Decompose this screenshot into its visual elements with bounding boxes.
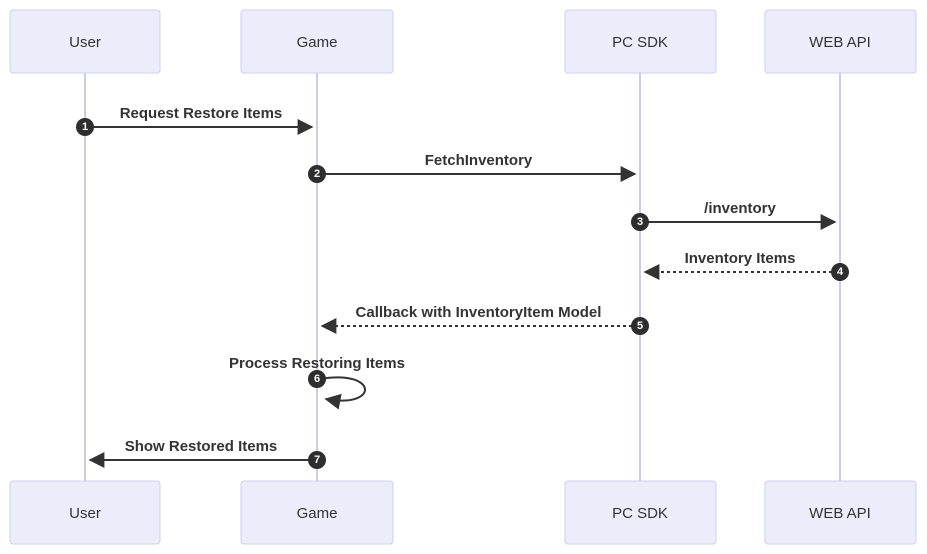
sequence-badge-4 bbox=[831, 263, 849, 281]
message-label-1: Request Restore Items bbox=[120, 105, 283, 122]
sequence-badge-6 bbox=[308, 370, 326, 388]
actor-box-top-user bbox=[9, 9, 161, 74]
message-label-2: FetchInventory bbox=[425, 152, 533, 169]
actor-box-bottom-pc-sdk bbox=[564, 480, 717, 545]
sequence-badge-number-7: 7 bbox=[314, 454, 320, 466]
actor-label-top-game: Game bbox=[297, 34, 338, 51]
sequence-badge-3 bbox=[631, 213, 649, 231]
message-label-3: /inventory bbox=[704, 200, 776, 217]
actor-label-bottom-pc-sdk: PC SDK bbox=[612, 505, 668, 522]
message-label-6: Process Restoring Items bbox=[229, 355, 405, 372]
actor-box-top-web-api bbox=[764, 9, 917, 74]
message-label-4: Inventory Items bbox=[685, 250, 796, 267]
message-label-5: Callback with InventoryItem Model bbox=[356, 304, 602, 321]
sequence-badge-5 bbox=[631, 317, 649, 335]
actor-box-top-game bbox=[240, 9, 394, 74]
sequence-badge-number-3: 3 bbox=[637, 216, 643, 228]
sequence-badge-number-6: 6 bbox=[314, 373, 320, 385]
actor-label-bottom-game: Game bbox=[297, 505, 338, 522]
actor-label-top-pc-sdk: PC SDK bbox=[612, 34, 668, 51]
actor-box-bottom-user bbox=[9, 480, 161, 545]
actor-label-top-web-api: WEB API bbox=[809, 34, 871, 51]
sequence-badge-7 bbox=[308, 451, 326, 469]
message-selfloop-6 bbox=[319, 376, 366, 410]
sequence-badge-number-4: 4 bbox=[837, 266, 844, 278]
actor-label-bottom-user: User bbox=[69, 505, 101, 522]
actor-box-bottom-game bbox=[240, 480, 394, 545]
sequence-badge-1 bbox=[76, 118, 94, 136]
sequence-badge-number-2: 2 bbox=[314, 168, 320, 180]
sequence-badge-number-1: 1 bbox=[82, 121, 88, 133]
actor-box-bottom-web-api bbox=[764, 480, 917, 545]
actor-label-top-user: User bbox=[69, 34, 101, 51]
message-label-7: Show Restored Items bbox=[125, 438, 278, 455]
actor-label-bottom-web-api: WEB API bbox=[809, 505, 871, 522]
actor-box-top-pc-sdk bbox=[564, 9, 717, 74]
sequence-badge-number-5: 5 bbox=[637, 320, 643, 332]
sequence-badge-2 bbox=[308, 165, 326, 183]
